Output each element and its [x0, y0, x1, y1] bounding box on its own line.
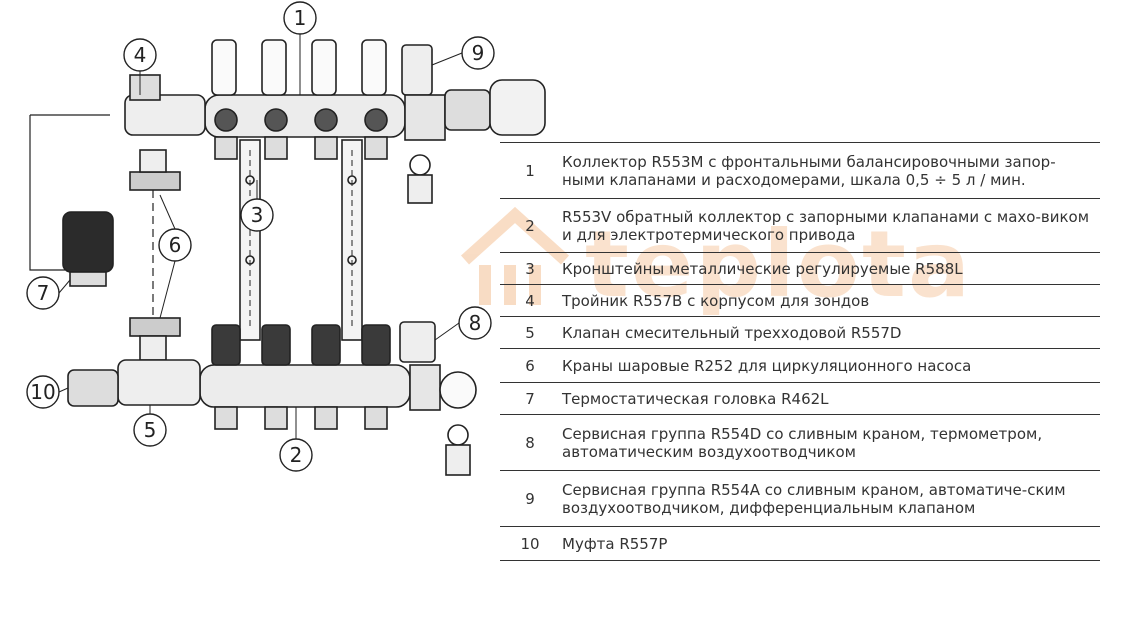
mixing-valve-body	[117, 359, 201, 406]
callout-3-label: 3	[251, 203, 264, 227]
legend-row: 1 Коллектор R553M с фронтальными баланси…	[500, 142, 1100, 199]
service-group-9-air-vent	[401, 44, 433, 96]
legend-text: Сервисная группа R554A со сливным краном…	[560, 470, 1100, 527]
legend-text: R553V обратный коллектор с запорными кла…	[560, 198, 1100, 253]
coupling	[67, 369, 119, 407]
thermostatic-head	[62, 211, 114, 273]
ball-valve-top	[129, 171, 181, 191]
return-manifold-body	[199, 364, 411, 408]
legend-text: Тройник R557B с корпусом для зондов	[560, 284, 1100, 317]
ball-valve-bottom	[129, 317, 181, 337]
legend-text: Клапан смесительный трехходовой R557D	[560, 316, 1100, 349]
differential-valve-knob	[489, 79, 546, 136]
legend-row: 9 Сервисная группа R554A со сливным кран…	[500, 470, 1100, 527]
legend-number: 7	[500, 382, 560, 415]
callout-9-label: 9	[472, 41, 485, 65]
mixing-pipe-top	[124, 94, 206, 136]
callout-10-label: 10	[30, 380, 55, 404]
legend-number: 2	[500, 198, 560, 253]
legend-number: 4	[500, 284, 560, 317]
legend-row: 6 Краны шаровые R252 для циркуляционного…	[500, 348, 1100, 383]
legend-number: 9	[500, 470, 560, 527]
callout-4-label: 4	[134, 43, 147, 67]
legend-number: 6	[500, 348, 560, 383]
callout-1-label: 1	[294, 6, 307, 30]
legend-text: Коллектор R553M с фронтальными балансиро…	[560, 142, 1100, 199]
legend-table: 1 Коллектор R553M с фронтальными баланси…	[500, 142, 1100, 561]
legend-text: Сервисная группа R554D со сливным краном…	[560, 414, 1100, 471]
callout-8-label: 8	[469, 311, 482, 335]
callout-2-label: 2	[290, 443, 303, 467]
legend-row: 8 Сервисная группа R554D со сливным кран…	[500, 414, 1100, 471]
legend-text: Кронштейны металлические регулируемые R5…	[560, 252, 1100, 285]
legend-number: 3	[500, 252, 560, 285]
flowmeters	[211, 39, 387, 96]
supply-outlets	[214, 108, 388, 160]
thermometer-dial	[439, 371, 477, 409]
legend-text: Термостатическая головка R462L	[560, 382, 1100, 415]
callout-5-label: 5	[144, 418, 157, 442]
legend-row: 2 R553V обратный коллектор с запорными к…	[500, 198, 1100, 253]
legend-row: 3 Кронштейны металлические регулируемые …	[500, 252, 1100, 285]
service-group-8-air-vent	[399, 321, 436, 363]
service-group-9-body	[404, 94, 446, 141]
tee-sensor-body	[129, 74, 161, 101]
legend-row: 4 Тройник R557B с корпусом для зондов	[500, 284, 1100, 317]
legend-number: 8	[500, 414, 560, 471]
service-group-8-body	[409, 364, 441, 411]
legend-text: Муфта R557P	[560, 526, 1100, 561]
legend-number: 5	[500, 316, 560, 349]
return-valve-heads	[211, 324, 391, 366]
legend-row: 5 Клапан смесительный трехходовой R557D	[500, 316, 1100, 349]
legend-row: 10 Муфта R557P	[500, 526, 1100, 561]
legend-text: Краны шаровые R252 для циркуляционного н…	[560, 348, 1100, 383]
legend-row: 7 Термостатическая головка R462L	[500, 382, 1100, 415]
callout-6-label: 6	[169, 233, 182, 257]
legend-number: 1	[500, 142, 560, 199]
return-outlets	[214, 406, 388, 430]
legend-number: 10	[500, 526, 560, 561]
callout-7-label: 7	[37, 281, 50, 305]
